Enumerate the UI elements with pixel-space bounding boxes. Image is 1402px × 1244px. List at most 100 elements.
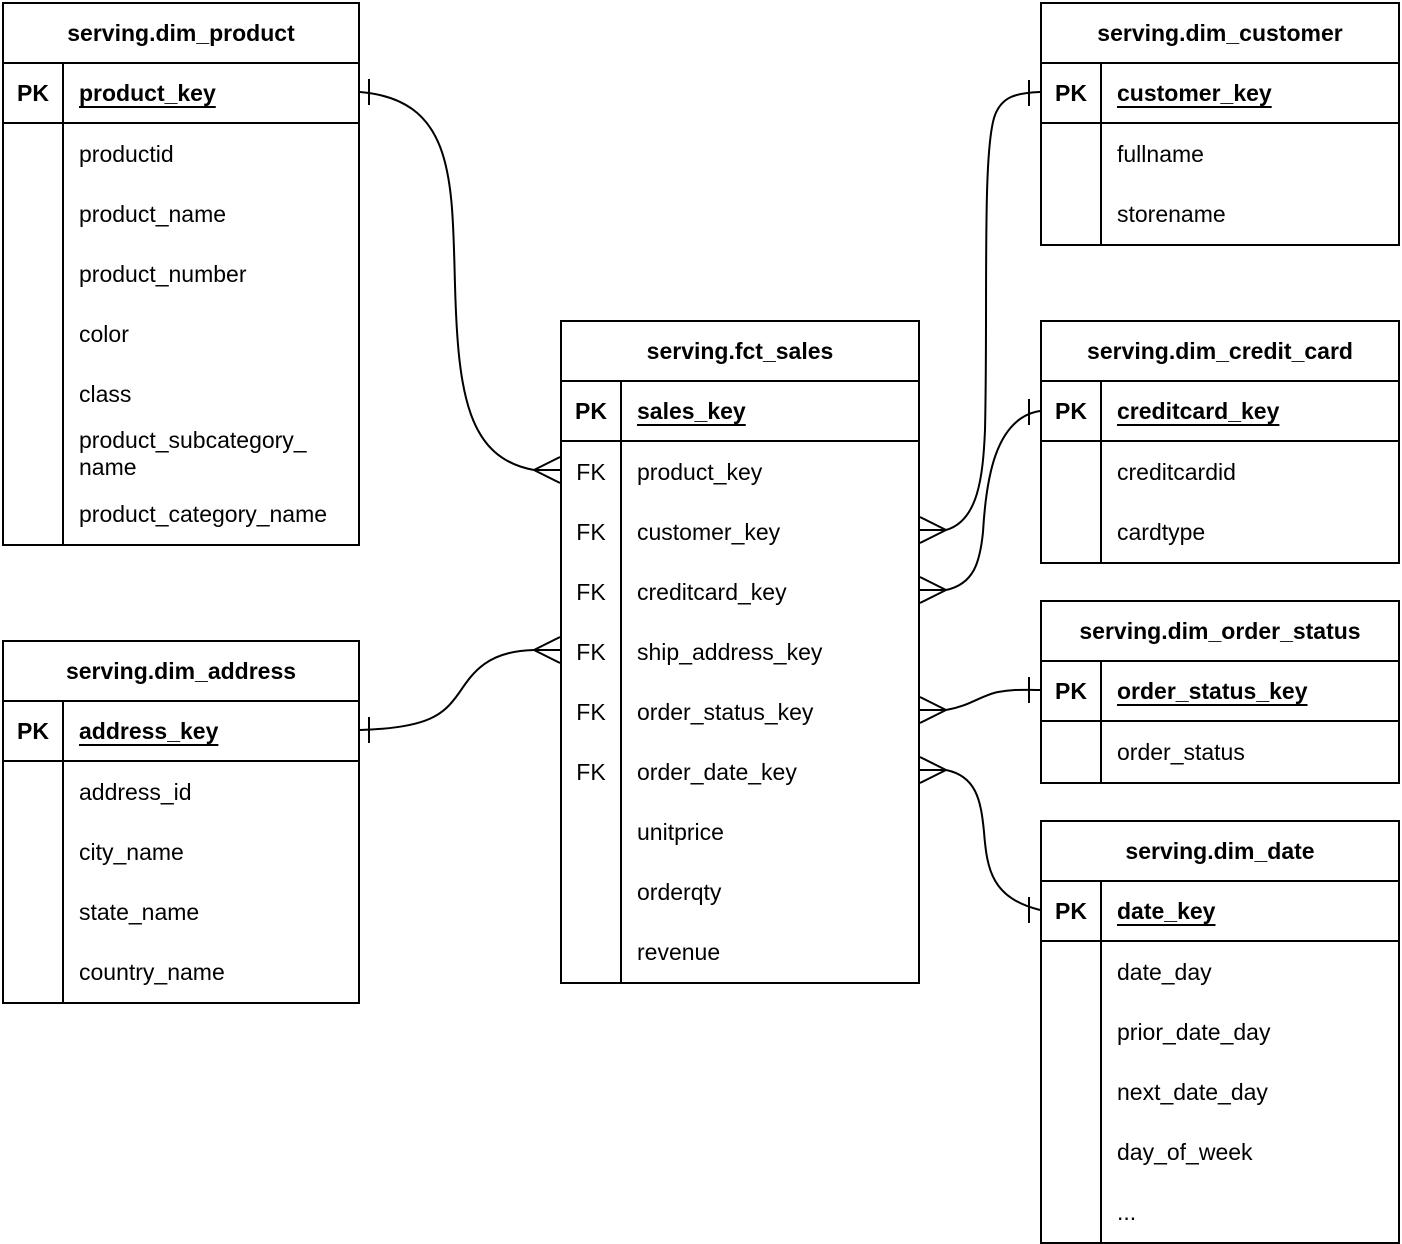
key-label: [562, 802, 622, 862]
field-name: order_status: [1117, 738, 1245, 765]
key-label: [1042, 1062, 1102, 1122]
field-name: prior_date_day: [1117, 1018, 1271, 1045]
field-name: product_name: [79, 200, 227, 227]
field-row: class: [4, 364, 358, 424]
key-label: [4, 364, 64, 424]
table-title: serving.dim_product: [4, 4, 358, 64]
field-row: orderqty: [562, 862, 918, 922]
field-name: creditcard_key: [1117, 397, 1280, 424]
key-label: [4, 304, 64, 364]
field-name: next_date_day: [1117, 1078, 1268, 1105]
key-label: [4, 484, 64, 544]
field-name: cardtype: [1117, 518, 1206, 545]
pk-row: PK customer_key: [1042, 64, 1398, 124]
field-name: order_status_key: [1117, 677, 1308, 704]
field-name: product_number: [79, 260, 247, 287]
field-name: product_subcategory_ name: [79, 427, 307, 480]
field-name: customer_key: [1117, 79, 1272, 106]
field-row: state_name: [4, 882, 358, 942]
field-row: country_name: [4, 942, 358, 1002]
field-name: orderqty: [637, 878, 722, 905]
field-row: prior_date_day: [1042, 1002, 1398, 1062]
field-name: country_name: [79, 958, 225, 985]
relationship-line: [359, 91, 535, 471]
key-label: [4, 424, 64, 484]
field-name: product_category_name: [79, 500, 328, 527]
key-label: [562, 862, 622, 922]
key-label: PK: [4, 64, 64, 122]
key-label: FK: [562, 622, 622, 682]
field-name: class: [79, 380, 132, 407]
field-name: unitprice: [637, 818, 724, 845]
table-title: serving.dim_customer: [1042, 4, 1398, 64]
field-name: city_name: [79, 838, 184, 865]
key-label: [1042, 442, 1102, 502]
field-name: state_name: [79, 898, 200, 925]
field-row: cardtype: [1042, 502, 1398, 562]
key-label: FK: [562, 562, 622, 622]
relationship-line: [359, 649, 535, 731]
key-label: [1042, 184, 1102, 244]
field-name: ...: [1117, 1198, 1137, 1225]
field-row: product_name: [4, 184, 358, 244]
key-label: PK: [1042, 64, 1102, 122]
field-row: product_number: [4, 244, 358, 304]
key-label: PK: [1042, 882, 1102, 940]
relationship-line: [945, 688, 1041, 711]
table-title: serving.dim_order_status: [1042, 602, 1398, 662]
field-row: day_of_week: [1042, 1122, 1398, 1182]
table-title: serving.fct_sales: [562, 322, 918, 382]
field-row: color: [4, 304, 358, 364]
key-label: [4, 244, 64, 304]
key-label: [562, 922, 622, 982]
field-name: ship_address_key: [637, 638, 823, 665]
relationship-fct-sales-dim-customer: [919, 80, 1041, 544]
key-label: [4, 762, 64, 822]
table-title: serving.dim_address: [4, 642, 358, 702]
key-label: [1042, 1002, 1102, 1062]
crow-foot-many-marker: [919, 576, 947, 604]
relationship-line: [945, 769, 1041, 911]
key-label: [4, 882, 64, 942]
field-name: date_day: [1117, 958, 1212, 985]
relationship-line: [945, 91, 1041, 531]
field-row: ...: [1042, 1182, 1398, 1242]
key-label: [4, 942, 64, 1002]
field-name: day_of_week: [1117, 1138, 1253, 1165]
field-name: address_key: [79, 717, 219, 744]
key-label: [4, 184, 64, 244]
field-row: date_day: [1042, 942, 1398, 1002]
table-title: serving.dim_date: [1042, 822, 1398, 882]
field-row: revenue: [562, 922, 918, 982]
key-label: FK: [562, 742, 622, 802]
field-row: creditcardid: [1042, 442, 1398, 502]
field-row: fullname: [1042, 124, 1398, 184]
field-name: address_id: [79, 778, 192, 805]
field-name: productid: [79, 140, 174, 167]
key-label: PK: [1042, 382, 1102, 440]
field-row: FK ship_address_key: [562, 622, 918, 682]
relationship-dim-address-fct-sales: [359, 636, 561, 743]
relationship-line: [945, 410, 1041, 591]
key-label: PK: [562, 382, 622, 440]
crow-foot-many-marker: [919, 756, 947, 784]
key-label: [1042, 1122, 1102, 1182]
field-row: address_id: [4, 762, 358, 822]
